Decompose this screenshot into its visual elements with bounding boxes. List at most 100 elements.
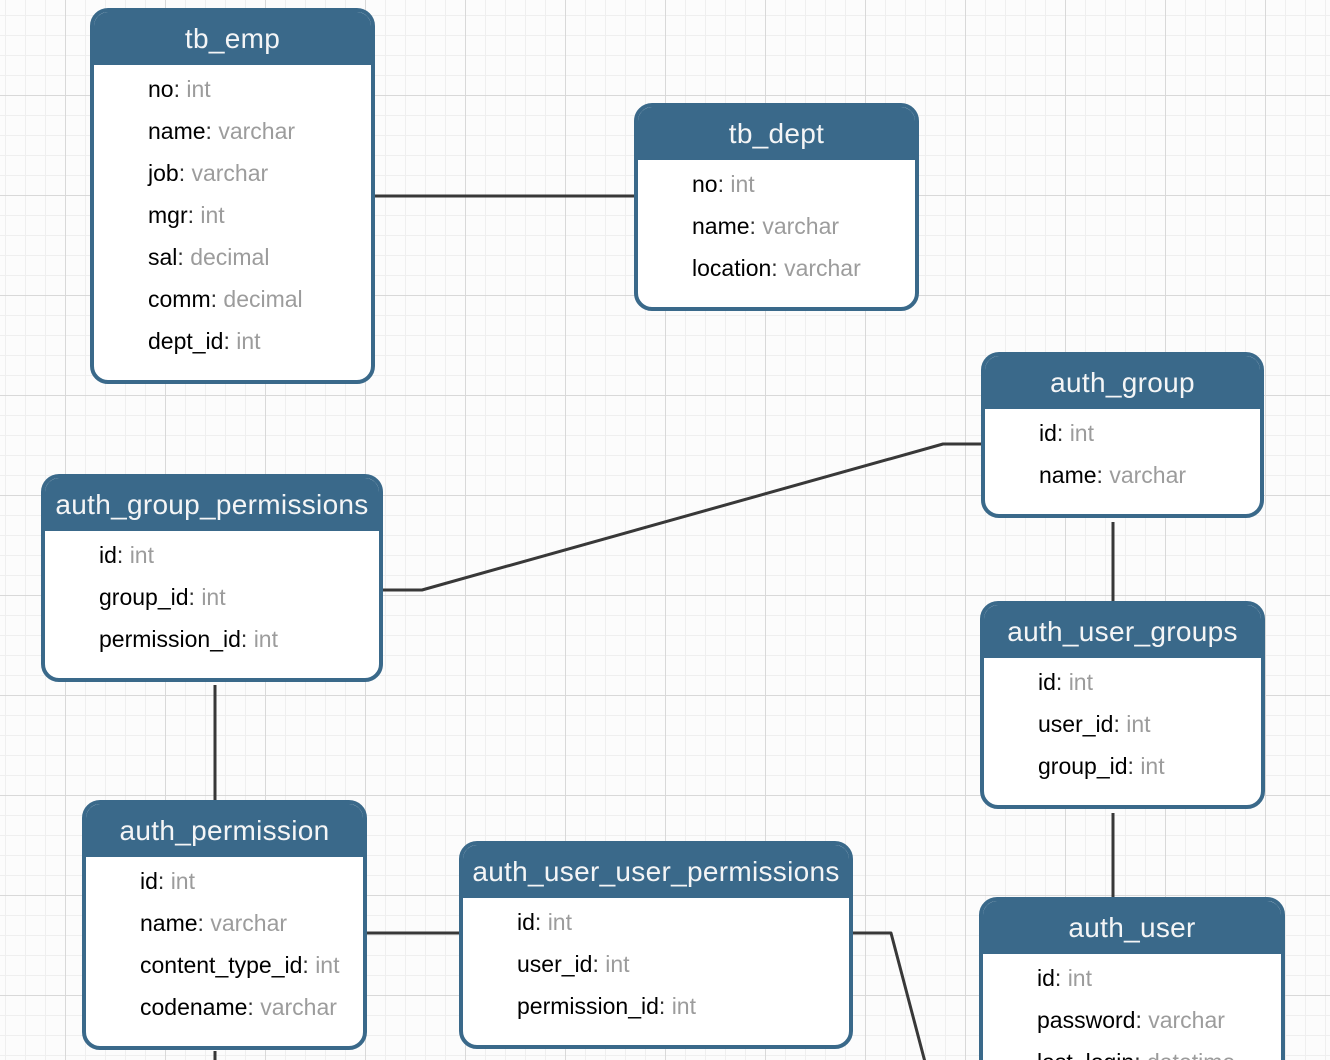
entity-title: auth_user (1068, 911, 1196, 943)
field-name: name (148, 118, 218, 145)
field-row: noint (94, 68, 371, 110)
field-row: user_idint (984, 703, 1261, 745)
field-name: codename (140, 994, 260, 1021)
entity-title: tb_dept (728, 117, 825, 149)
connection-auth_user_user_permissions-auth_user (853, 931, 927, 1060)
field-row: dept_idint (94, 320, 371, 362)
field-row: idint (984, 661, 1261, 703)
entity-header[interactable]: auth_permission (86, 804, 363, 857)
field-row: locationvarchar (638, 247, 915, 289)
entity-header[interactable]: auth_user_groups (984, 605, 1261, 658)
entity-body: idint namevarchar content_type_idint cod… (86, 857, 363, 1046)
field-row: idint (983, 957, 1281, 999)
field-type: varchar (1109, 461, 1187, 488)
field-type: varchar (784, 254, 861, 281)
field-name: id (99, 542, 130, 569)
entity-header[interactable]: auth_group_permissions (45, 478, 379, 531)
entity-tb_dept[interactable]: tb_dept noint namevarchar locationvarcha… (634, 103, 919, 311)
entity-body: noint namevarchar locationvarchar (638, 160, 915, 307)
entity-body: idint user_idint group_idint (984, 658, 1261, 805)
field-type: int (1067, 964, 1092, 991)
field-type: int (170, 867, 195, 894)
field-row: content_type_idint (86, 944, 363, 986)
field-name: name (1039, 462, 1109, 489)
field-row: idint (463, 901, 849, 943)
field-type: decimal (223, 285, 303, 312)
field-type: int (315, 951, 340, 978)
field-type: int (730, 170, 755, 197)
entity-auth_permission[interactable]: auth_permission idint namevarchar conten… (82, 800, 367, 1050)
field-type: int (547, 908, 572, 935)
field-name: id (1039, 420, 1070, 447)
field-row: idint (985, 412, 1260, 454)
field-row: namevarchar (638, 205, 915, 247)
field-name: permission_id (517, 993, 672, 1020)
entity-auth_group_permissions[interactable]: auth_group_permissions idint group_idint… (41, 474, 383, 682)
field-type: int (201, 583, 226, 610)
entity-body: idint user_idint permission_idint (463, 898, 849, 1045)
field-row: permission_idint (45, 618, 379, 660)
field-type: int (605, 950, 630, 977)
field-type: int (1069, 419, 1094, 446)
field-name: last_login (1037, 1049, 1147, 1060)
field-name: user_id (517, 951, 605, 978)
entity-title: auth_user_user_permissions (472, 855, 840, 887)
field-row: passwordvarchar (983, 999, 1281, 1041)
entity-header[interactable]: tb_emp (94, 12, 371, 65)
entity-header[interactable]: auth_user_user_permissions (463, 845, 849, 898)
field-type: varchar (191, 159, 269, 186)
entity-header[interactable]: tb_dept (638, 107, 915, 160)
field-type: int (1140, 752, 1165, 779)
field-name: id (517, 909, 548, 936)
field-name: group_id (1038, 753, 1140, 780)
field-type: int (236, 327, 261, 354)
field-name: dept_id (148, 328, 236, 355)
field-name: id (1037, 965, 1068, 992)
field-name: job (148, 160, 191, 187)
field-row: jobvarchar (94, 152, 371, 194)
field-type: int (129, 541, 154, 568)
field-row: last_logindatetime (983, 1041, 1281, 1060)
field-name: content_type_id (140, 952, 315, 979)
entity-title: auth_group_permissions (55, 488, 369, 520)
connection-auth_group_permissions-auth_group (383, 442, 981, 592)
field-name: id (140, 868, 171, 895)
field-name: location (692, 255, 784, 282)
entity-header[interactable]: auth_user (983, 901, 1281, 954)
field-type: datetime (1147, 1049, 1235, 1060)
field-row: mgrint (94, 194, 371, 236)
field-type: varchar (218, 117, 296, 144)
entity-body: idint passwordvarchar last_logindatetime (983, 954, 1281, 1060)
entity-auth_user_user_permissions[interactable]: auth_user_user_permissions idint user_id… (459, 841, 853, 1049)
entity-title: tb_emp (184, 22, 281, 54)
field-type: int (200, 201, 225, 228)
field-type: decimal (190, 243, 270, 270)
field-row: permission_idint (463, 985, 849, 1027)
field-row: namevarchar (94, 110, 371, 152)
entity-auth_user_groups[interactable]: auth_user_groups idint user_idint group_… (980, 601, 1265, 809)
field-name: no (692, 171, 730, 198)
field-name: user_id (1038, 711, 1126, 738)
entity-tb_emp[interactable]: tb_emp noint namevarchar jobvarchar mgri… (90, 8, 375, 384)
entity-auth_group[interactable]: auth_group idint namevarchar (981, 352, 1264, 518)
entity-auth_user[interactable]: auth_user idint passwordvarchar last_log… (979, 897, 1285, 1060)
entity-body: noint namevarchar jobvarchar mgrint sald… (94, 65, 371, 380)
field-row: namevarchar (985, 454, 1260, 496)
field-type: int (671, 992, 696, 1019)
field-name: group_id (99, 584, 201, 611)
field-row: idint (86, 860, 363, 902)
field-row: saldecimal (94, 236, 371, 278)
field-row: codenamevarchar (86, 986, 363, 1028)
field-type: int (1126, 710, 1151, 737)
field-name: password (1037, 1007, 1148, 1034)
field-name: comm (148, 286, 223, 313)
field-type: int (186, 75, 211, 102)
field-type: varchar (260, 993, 337, 1020)
entity-title: auth_permission (119, 814, 330, 846)
field-row: idint (45, 534, 379, 576)
field-name: sal (148, 244, 190, 271)
entity-header[interactable]: auth_group (985, 356, 1260, 409)
field-name: mgr (148, 202, 200, 229)
entity-body: idint group_idint permission_idint (45, 531, 379, 678)
